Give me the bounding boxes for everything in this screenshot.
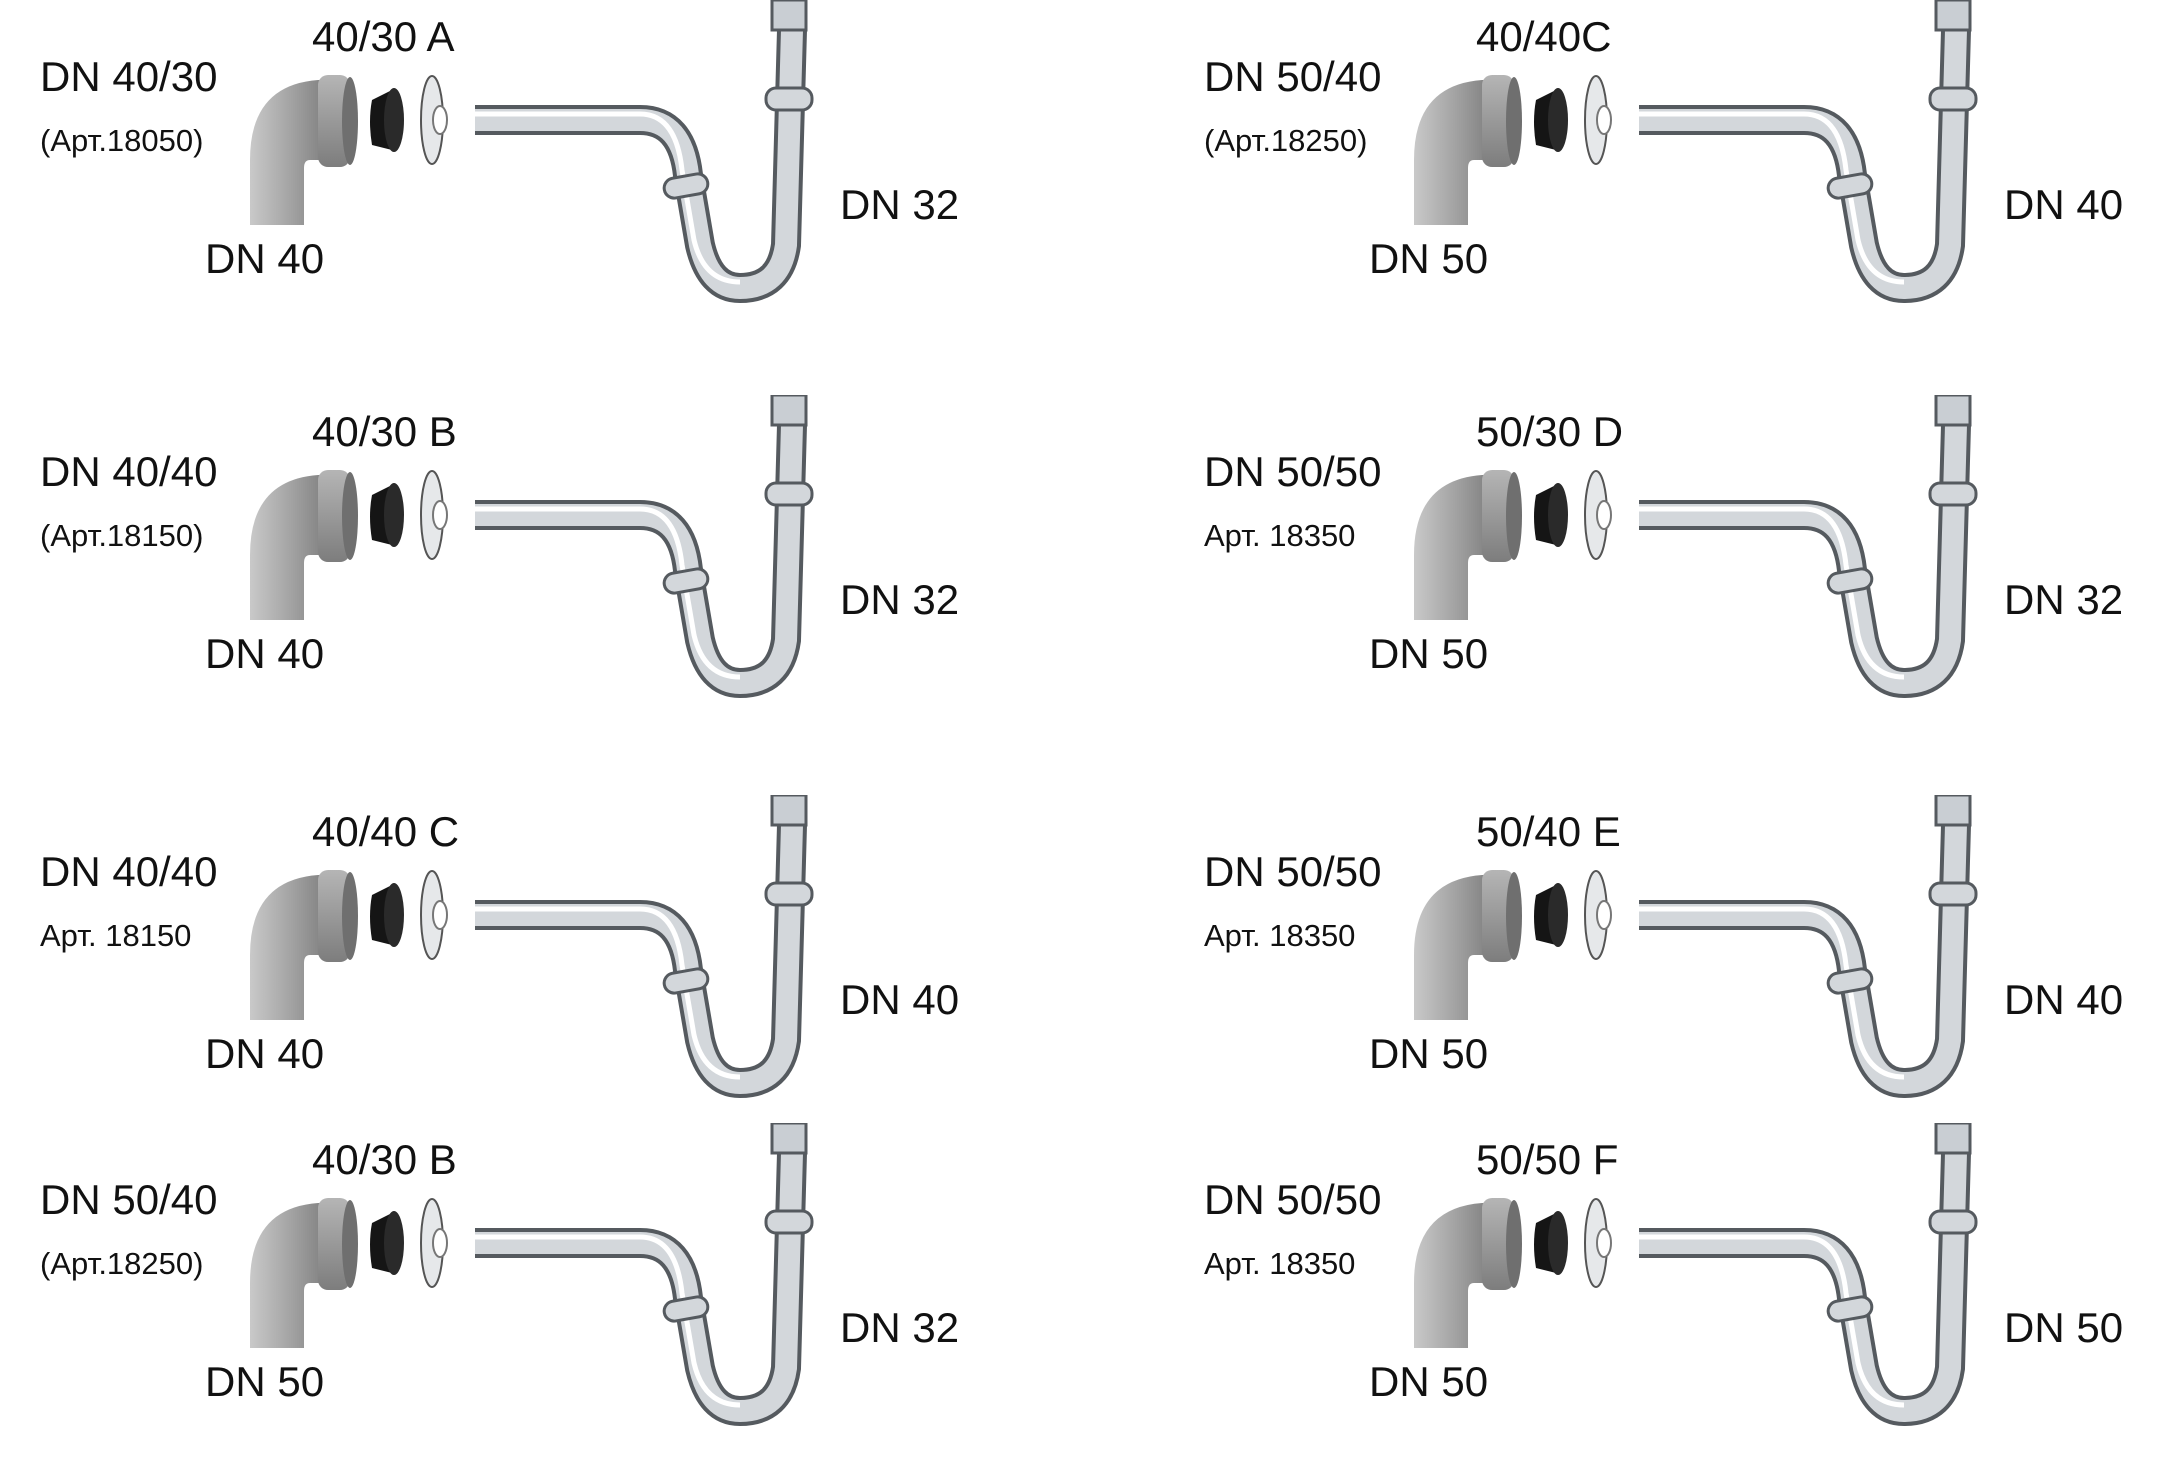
fitting-title: DN 40/40	[40, 448, 218, 495]
metal-washer-icon	[420, 1198, 448, 1288]
rubber-gasket-icon	[1534, 883, 1568, 947]
rubber-gasket-icon	[370, 483, 404, 547]
pipe-elbow-icon	[250, 470, 358, 620]
fitting-title: DN 40/40	[40, 848, 218, 895]
siphon-illustration	[1414, 395, 1978, 699]
connector-code: 40/30 B	[312, 1136, 457, 1183]
chrome-trap-pipe-icon	[1639, 795, 1978, 1099]
outlet-size-label: DN 32	[840, 1304, 960, 1351]
connector-code: 40/30 B	[312, 408, 457, 455]
outlet-size-label: DN 32	[840, 576, 960, 623]
rubber-gasket-icon	[1534, 483, 1568, 547]
inlet-size-label: DN 40	[205, 630, 325, 677]
siphon-illustration	[1414, 795, 1978, 1099]
inlet-size-label: DN 50	[205, 1358, 325, 1405]
inlet-size-label: DN 40	[205, 235, 325, 282]
pipe-elbow-icon	[250, 1198, 358, 1348]
siphon-panel-7: DN 50/40 (Арт.18250) 40/30 B DN 50 DN 32	[0, 1123, 1084, 1474]
metal-washer-icon	[1584, 75, 1612, 165]
article-number: (Арт.18250)	[1204, 123, 1368, 158]
article-number: (Арт.18150)	[40, 518, 204, 553]
inlet-size-label: DN 50	[1369, 1358, 1489, 1405]
siphon-panel-8: DN 50/50 Арт. 18350 50/50 F DN 50 DN 50	[1164, 1123, 2169, 1474]
outlet-size-label: DN 40	[2004, 976, 2124, 1023]
fitting-title: DN 50/40	[1204, 53, 1382, 100]
chrome-trap-pipe-icon	[475, 395, 814, 699]
chrome-trap-pipe-icon	[1639, 0, 1978, 304]
connector-code: 50/30 D	[1476, 408, 1624, 455]
metal-washer-icon	[1584, 470, 1612, 560]
inlet-size-label: DN 50	[1369, 235, 1489, 282]
siphon-illustration	[1414, 0, 1978, 304]
fitting-title: DN 50/50	[1204, 848, 1382, 895]
fitting-title: DN 40/30	[40, 53, 218, 100]
article-number: (Арт.18050)	[40, 123, 204, 158]
siphon-panel-1: DN 40/30 (Арт.18050) 40/30 A DN 40 DN 32	[0, 0, 1084, 351]
siphon-illustration	[1414, 1123, 1978, 1427]
pipe-elbow-icon	[1414, 470, 1522, 620]
article-number: Арт. 18350	[1204, 918, 1356, 953]
outlet-size-label: DN 40	[840, 976, 960, 1023]
rubber-gasket-icon	[370, 88, 404, 152]
inlet-size-label: DN 50	[1369, 630, 1489, 677]
siphon-illustration	[250, 795, 814, 1099]
pipe-elbow-icon	[1414, 1198, 1522, 1348]
chrome-trap-pipe-icon	[1639, 1123, 1978, 1427]
outlet-size-label: DN 50	[2004, 1304, 2124, 1351]
connector-code: 40/40 C	[312, 808, 460, 855]
article-number: (Арт.18250)	[40, 1246, 204, 1281]
fitting-title: DN 50/50	[1204, 1176, 1382, 1223]
article-number: Арт. 18350	[1204, 518, 1356, 553]
pipe-elbow-icon	[250, 870, 358, 1020]
siphon-illustration	[250, 395, 814, 699]
pipe-elbow-icon	[1414, 75, 1522, 225]
siphon-panel-6: DN 50/50 Арт. 18350 50/40 E DN 50 DN 40	[1164, 795, 2169, 1146]
chrome-trap-pipe-icon	[1639, 395, 1978, 699]
metal-washer-icon	[420, 470, 448, 560]
connector-code: 40/30 A	[312, 13, 455, 60]
article-number: Арт. 18350	[1204, 1246, 1356, 1281]
metal-washer-icon	[420, 75, 448, 165]
connector-code: 50/40 E	[1476, 808, 1621, 855]
chrome-trap-pipe-icon	[475, 0, 814, 304]
siphon-panel-2: DN 50/40 (Арт.18250) 40/40C DN 50 DN 40	[1164, 0, 2169, 351]
metal-washer-icon	[420, 870, 448, 960]
outlet-size-label: DN 40	[2004, 181, 2124, 228]
chrome-trap-pipe-icon	[475, 1123, 814, 1427]
outlet-size-label: DN 32	[840, 181, 960, 228]
fitting-title: DN 50/50	[1204, 448, 1382, 495]
pipe-elbow-icon	[1414, 870, 1522, 1020]
metal-washer-icon	[1584, 870, 1612, 960]
connector-code: 50/50 F	[1476, 1136, 1619, 1183]
siphon-illustration	[250, 0, 814, 304]
fitting-title: DN 50/40	[40, 1176, 218, 1223]
inlet-size-label: DN 50	[1369, 1030, 1489, 1077]
siphon-panel-4: DN 50/50 Арт. 18350 50/30 D DN 50 DN 32	[1164, 395, 2169, 746]
rubber-gasket-icon	[1534, 1211, 1568, 1275]
outlet-size-label: DN 32	[2004, 576, 2124, 623]
pipe-elbow-icon	[250, 75, 358, 225]
inlet-size-label: DN 40	[205, 1030, 325, 1077]
siphon-panel-5: DN 40/40 Арт. 18150 40/40 C DN 40 DN 40	[0, 795, 1084, 1146]
rubber-gasket-icon	[370, 1211, 404, 1275]
siphon-panel-3: DN 40/40 (Арт.18150) 40/30 B DN 40 DN 32	[0, 395, 1084, 746]
metal-washer-icon	[1584, 1198, 1612, 1288]
rubber-gasket-icon	[1534, 88, 1568, 152]
siphon-illustration	[250, 1123, 814, 1427]
article-number: Арт. 18150	[40, 918, 192, 953]
rubber-gasket-icon	[370, 883, 404, 947]
connector-code: 40/40C	[1476, 13, 1612, 60]
chrome-trap-pipe-icon	[475, 795, 814, 1099]
